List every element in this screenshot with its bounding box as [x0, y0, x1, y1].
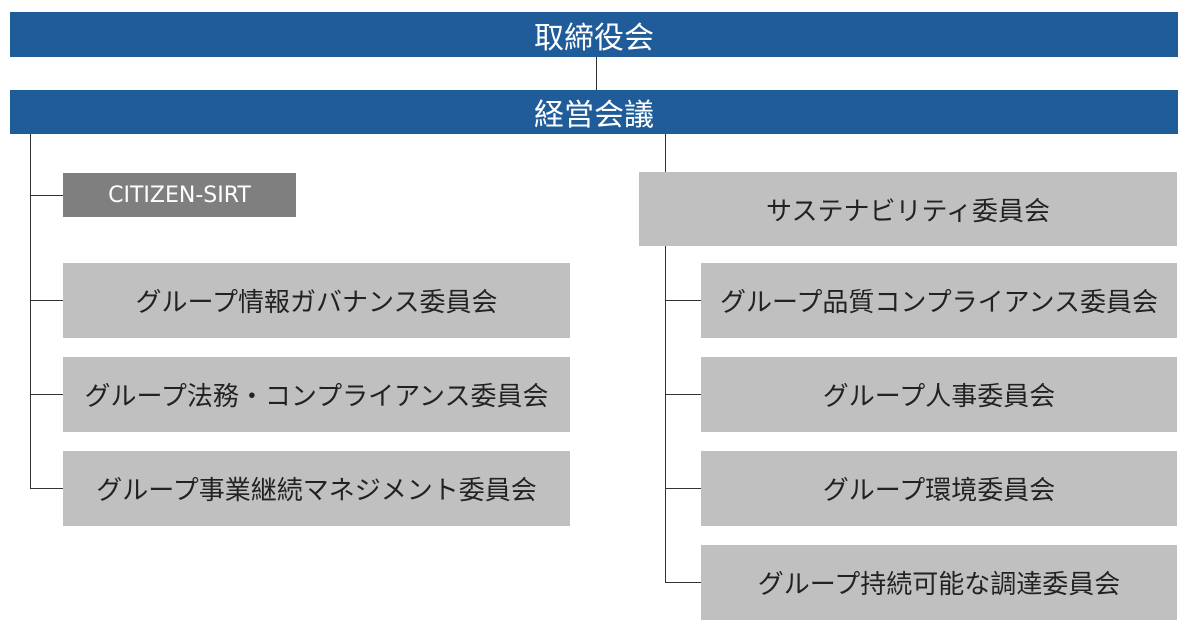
left-committee-business-continuity: グループ事業継続マネジメント委員会: [63, 451, 570, 526]
connector-management-to-sustainability: [665, 134, 666, 172]
board-of-directors-bar: 取締役会: [10, 12, 1178, 57]
connector-left-to-committee-3: [30, 488, 63, 489]
citizen-sirt-box: CITIZEN-SIRT: [63, 173, 296, 217]
connector-left-trunk: [30, 134, 31, 488]
management-meeting-label: 経営会議: [534, 98, 654, 133]
left-committee-label: グループ事業継続マネジメント委員会: [96, 476, 537, 506]
connector-left-to-committee-1: [30, 300, 63, 301]
right-committee-label: グループ持続可能な調達委員会: [757, 570, 1121, 600]
right-committee-label: グループ人事委員会: [822, 382, 1056, 412]
connector-left-to-committee-2: [30, 394, 63, 395]
right-committee-environment: グループ環境委員会: [701, 451, 1177, 526]
left-committee-information-governance: グループ情報ガバナンス委員会: [63, 263, 570, 338]
right-committee-human-resources: グループ人事委員会: [701, 357, 1177, 432]
sustainability-committee-label: サステナビリティ委員会: [766, 196, 1050, 227]
left-committee-legal-compliance: グループ法務・コンプライアンス委員会: [63, 357, 570, 432]
left-committee-label: グループ情報ガバナンス委員会: [135, 288, 498, 318]
left-committee-label: グループ法務・コンプライアンス委員会: [84, 382, 549, 412]
sustainability-committee-box: サステナビリティ委員会: [639, 172, 1177, 246]
citizen-sirt-label: CITIZEN-SIRT: [108, 182, 251, 208]
connector-right-to-committee-4: [665, 582, 701, 583]
right-committee-label: グループ環境委員会: [822, 476, 1056, 506]
connector-left-to-sirt: [30, 195, 63, 196]
connector-right-to-committee-2: [665, 394, 701, 395]
connector-right-trunk: [665, 246, 666, 582]
board-of-directors-label: 取締役会: [534, 20, 654, 56]
management-meeting-bar: 経営会議: [10, 90, 1178, 134]
right-committee-sustainable-procurement: グループ持続可能な調達委員会: [701, 545, 1177, 620]
connector-board-to-management: [596, 57, 597, 90]
right-committee-quality-compliance: グループ品質コンプライアンス委員会: [701, 263, 1177, 338]
connector-right-to-committee-3: [665, 488, 701, 489]
right-committee-label: グループ品質コンプライアンス委員会: [719, 288, 1159, 318]
connector-right-to-committee-1: [665, 300, 701, 301]
